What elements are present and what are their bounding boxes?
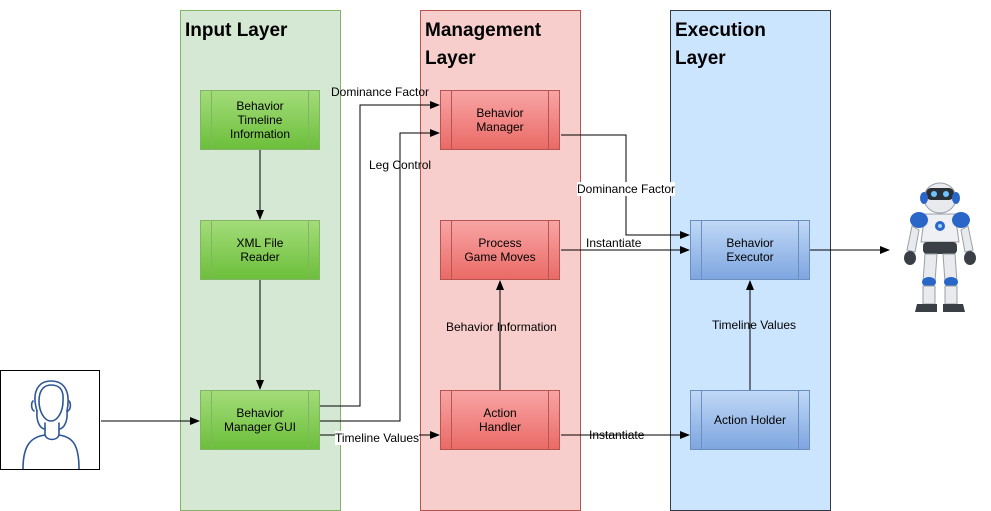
management-layer-title: Management Layer <box>425 20 542 69</box>
label-behavior-information: Behavior Information <box>446 320 557 334</box>
user-icon <box>0 370 100 470</box>
process-game-moves-node: Process Game Moves <box>440 220 560 280</box>
input-layer-title: Input Layer <box>185 20 288 41</box>
behavior-executor-node: Behavior Executor <box>690 220 810 280</box>
label-timeline-values-out: Timeline Values <box>712 318 797 332</box>
humanoid-robot-icon <box>895 178 985 318</box>
behavior-timeline-information-node: Behavior Timeline Information <box>200 90 320 150</box>
label-leg-control: Leg Control <box>369 158 432 172</box>
execution-layer-title: Execution Layer <box>675 20 766 69</box>
behavior-manager-node: Behavior Manager <box>440 90 560 150</box>
label-dominance-factor-in: Dominance Factor <box>331 85 430 99</box>
edge-gui-dominance <box>320 101 440 407</box>
label-timeline-values-in: Timeline Values <box>335 431 420 445</box>
label-dominance-factor-out: Dominance Factor <box>577 182 676 196</box>
label-instantiate-top: Instantiate <box>586 236 642 250</box>
action-holder-node: Action Holder <box>690 390 810 450</box>
xml-file-reader-node: XML File Reader <box>200 220 320 280</box>
action-handler-node: Action Handler <box>440 390 560 450</box>
edge-gui-leg-control <box>320 129 440 422</box>
label-instantiate-bottom: Instantiate <box>589 428 645 442</box>
behavior-manager-gui-node: Behavior Manager GUI <box>200 390 320 450</box>
